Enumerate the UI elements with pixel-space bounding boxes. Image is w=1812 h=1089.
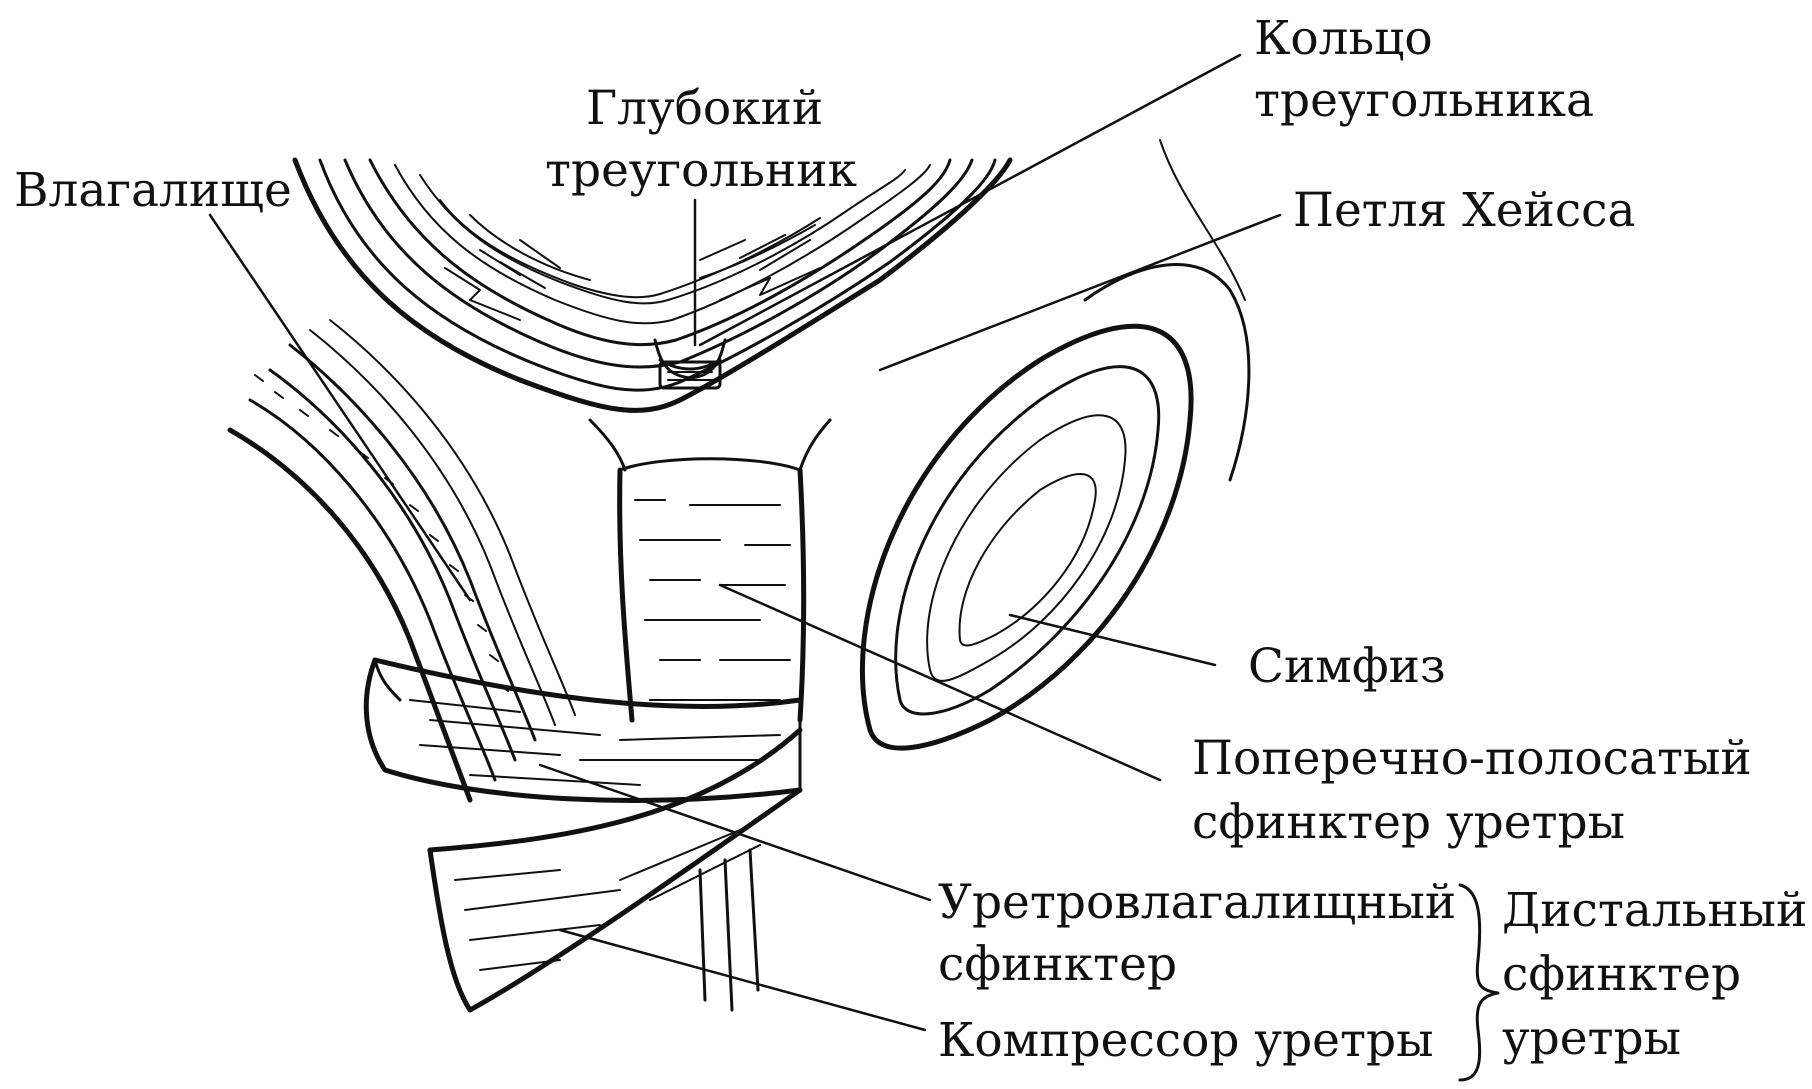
compressor-urethrae [430, 730, 800, 1010]
label-compressor: Компрессор уретры [938, 1010, 1433, 1072]
label-heiss-loop: Петля Хейсса [1293, 180, 1636, 242]
label-urethrovaginal-line2: сфинктер [938, 934, 1177, 996]
label-striated-sphincter-line2: сфинктер уретры [1192, 792, 1625, 854]
label-deep-trigone-line2: треугольник [545, 140, 857, 202]
label-distal-line1: Дистальный [1502, 880, 1807, 942]
label-vagina: Влагалище [14, 160, 292, 222]
label-urethrovaginal-line1: Уретровлагалищный [938, 872, 1456, 934]
label-distal-line2: сфинктер [1502, 944, 1741, 1006]
label-symphysis: Симфиз [1248, 636, 1446, 698]
label-distal-line3: уретры [1502, 1008, 1681, 1070]
label-striated-sphincter-line1: Поперечно-полосатый [1192, 728, 1752, 790]
distal-sphincter-brace [1460, 885, 1498, 1080]
striated-sphincter [590, 420, 830, 720]
label-deep-trigone-line1: Глубокий [586, 78, 823, 140]
symphysis-bone [862, 140, 1248, 748]
label-trigone-ring-line2: треугольника [1254, 70, 1594, 132]
label-trigone-ring-line1: Кольцо [1254, 8, 1433, 70]
